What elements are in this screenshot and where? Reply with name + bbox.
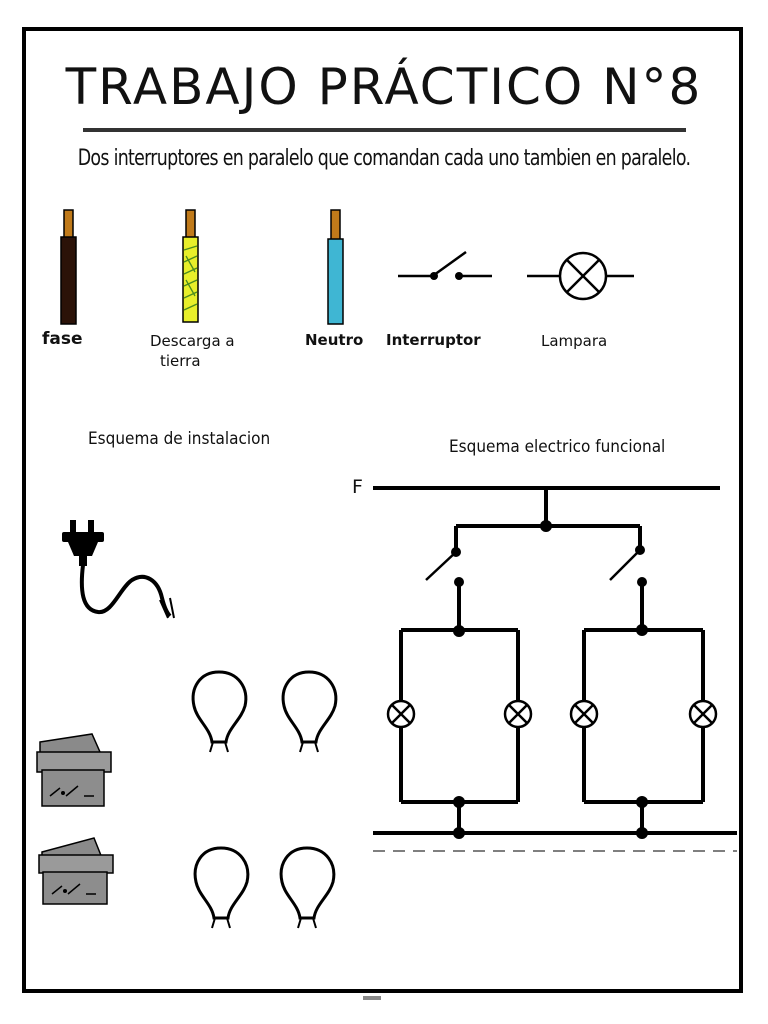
rocker-switch-icon [38, 837, 114, 905]
schematic-lamp-icon [386, 699, 416, 729]
wire-neutro-icon [327, 209, 344, 325]
page-footer-mark [363, 996, 381, 1000]
phase-label: F [352, 476, 363, 498]
label-descarga-line1: Descarga a [150, 332, 235, 350]
page-subtitle: Dos interruptores en paralelo que comand… [77, 146, 691, 171]
switch-symbol-icon [398, 250, 492, 280]
section-title-electrico: Esquema electrico funcional [449, 437, 666, 457]
page-title: TRABAJO PRÁCTICO N°8 [65, 58, 703, 116]
title-underline [83, 128, 686, 132]
plug-icon [62, 520, 175, 619]
label-lampara: Lampara [541, 332, 608, 350]
wire-fase-icon [60, 209, 77, 325]
bulb-icon [193, 846, 250, 929]
junction-dots [451, 520, 648, 839]
label-interruptor: Interruptor [386, 331, 481, 349]
label-descarga-line2: tierra [160, 352, 201, 370]
electric-schematic [373, 486, 737, 835]
rocker-switch-icon [36, 733, 112, 807]
schematic-lamp-icon [503, 699, 533, 729]
section-title-instalacion: Esquema de instalacion [88, 429, 271, 449]
bulb-icon [191, 670, 248, 753]
schematic-lamp-icon [569, 699, 599, 729]
wire-tierra-icon [182, 209, 199, 323]
lamp-symbol-icon [527, 251, 634, 301]
label-fase: fase [42, 329, 83, 349]
bulb-icon [279, 846, 336, 929]
bulb-icon [281, 670, 338, 753]
schematic-lamp-icon [688, 699, 718, 729]
page-border [22, 27, 743, 993]
label-neutro: Neutro [305, 331, 364, 349]
label-descarga-tierra: Descarga a tierra [150, 331, 260, 371]
